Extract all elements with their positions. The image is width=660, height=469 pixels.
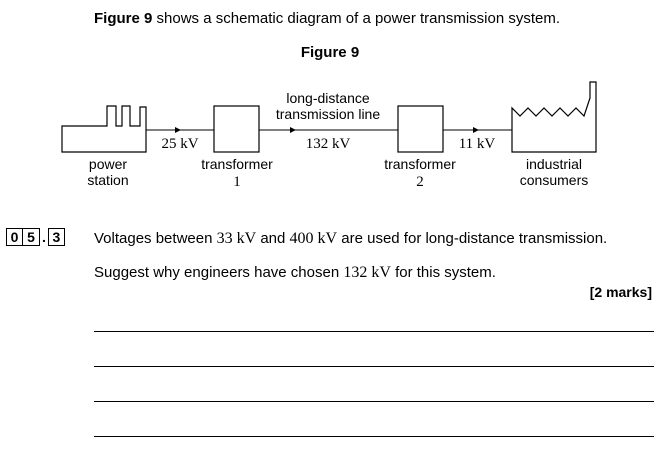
question-text-part-a: Voltages between: [94, 230, 217, 247]
arrow-1: [175, 127, 181, 133]
power-station-shape: [61, 105, 147, 153]
answer-line-2[interactable]: [94, 366, 654, 367]
label-consumers: consumers: [520, 172, 588, 188]
label-power: power: [89, 156, 127, 172]
question-number-digit-1: 0: [6, 228, 23, 246]
voltage-132kv: 132 kV: [343, 264, 391, 281]
question-number: 0 5 . 3: [6, 228, 65, 246]
figure-reference: Figure 9: [94, 10, 153, 27]
voltage-400kv: 400 kV: [289, 230, 338, 247]
voltage-label-132kv: 132 kV: [306, 136, 351, 152]
question-number-digit-2: 5: [23, 228, 40, 246]
label-station: station: [87, 172, 128, 188]
suggest-part-a: Suggest why engineers have chosen: [94, 264, 344, 281]
answer-line-4[interactable]: [94, 436, 654, 437]
voltage-33kv: 33 kV: [216, 230, 257, 247]
factory-shape: [511, 81, 597, 153]
label-transformer-2-number: 2: [416, 174, 424, 190]
label-transformer-2: transformer: [384, 156, 456, 172]
label-long-distance: long-distance: [286, 90, 369, 106]
figure-title: Figure 9: [300, 44, 360, 61]
question-number-digit-3: 3: [47, 228, 65, 246]
intro-sentence: shows a schematic diagram of a power tra…: [152, 10, 561, 27]
label-industrial: industrial: [526, 156, 582, 172]
label-transformer-1: transformer: [201, 156, 273, 172]
suggest-part-b: for this system.: [390, 264, 496, 281]
voltage-label-25kv: 25 kV: [161, 136, 198, 152]
arrow-3: [473, 127, 479, 133]
question-text: Voltages between 33 kV and 400 kV are us…: [94, 230, 607, 248]
answer-line-1[interactable]: [94, 331, 654, 332]
transformer-2-box: [397, 105, 444, 153]
suggest-prompt: Suggest why engineers have chosen 132 kV…: [94, 264, 496, 282]
transformer-1-box: [213, 105, 260, 153]
question-text-part-b: and: [256, 230, 290, 247]
label-transmission-line: transmission line: [276, 106, 380, 122]
question-number-dot: .: [42, 229, 46, 245]
label-transformer-1-number: 1: [233, 174, 241, 190]
arrow-2: [290, 127, 296, 133]
intro-text: Figure 9 shows a schematic diagram of a …: [94, 10, 560, 27]
power-transmission-diagram: power station 25 kV transformer 1 long-d…: [61, 81, 597, 190]
marks-label: [2 marks]: [589, 284, 652, 300]
answer-line-3[interactable]: [94, 401, 654, 402]
voltage-label-11kv: 11 kV: [459, 136, 496, 152]
question-text-part-c: are used for long-distance transmission.: [337, 230, 608, 247]
